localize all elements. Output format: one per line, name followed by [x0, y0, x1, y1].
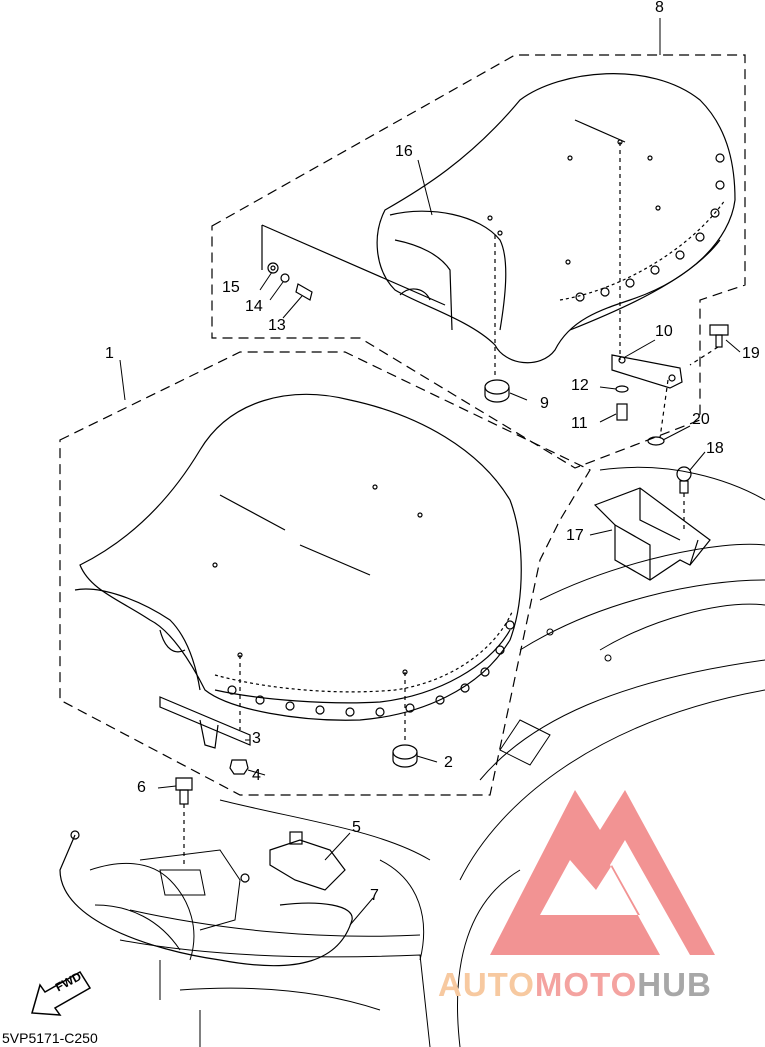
callout-11: 11 [571, 415, 588, 432]
watermark-moto: MOTO [534, 966, 638, 1003]
callout-8: 8 [655, 0, 664, 16]
frame-background [89, 466, 765, 1047]
leader-lines [119, 18, 741, 926]
callout-13: 13 [268, 317, 286, 334]
watermark-hub: HUB [637, 966, 712, 1003]
callout-18: 18 [706, 440, 724, 457]
callout-7: 7 [370, 887, 379, 904]
pillion-seat [376, 73, 736, 375]
watermark-logo-icon [490, 790, 715, 955]
callout-1: 1 [105, 345, 114, 362]
callout-20: 20 [692, 411, 710, 428]
callout-15: 15 [222, 279, 240, 296]
callout-6: 6 [137, 779, 146, 796]
pillion-seat-group-outline [211, 54, 746, 469]
rider-seat [74, 393, 522, 740]
rider-seat-group-outline [59, 351, 591, 796]
hardware-parts [59, 224, 729, 967]
callout-5: 5 [352, 819, 361, 836]
watermark-text: AUTOMOTOHUB [438, 966, 712, 1004]
callout-4: 4 [252, 767, 261, 784]
fwd-arrow-icon [31, 970, 92, 1016]
callout-12: 12 [571, 377, 589, 394]
callout-9: 9 [540, 395, 549, 412]
callout-2: 2 [444, 754, 453, 771]
callout-17: 17 [566, 527, 584, 544]
watermark-auto: AUTO [438, 966, 535, 1003]
callout-16: 16 [395, 143, 413, 160]
callout-14: 14 [245, 298, 263, 315]
callout-3: 3 [252, 730, 261, 747]
callout-19: 19 [742, 345, 760, 362]
callout-10: 10 [655, 323, 673, 340]
diagram-reference-code: 5VP5171-C250 [2, 1030, 98, 1046]
